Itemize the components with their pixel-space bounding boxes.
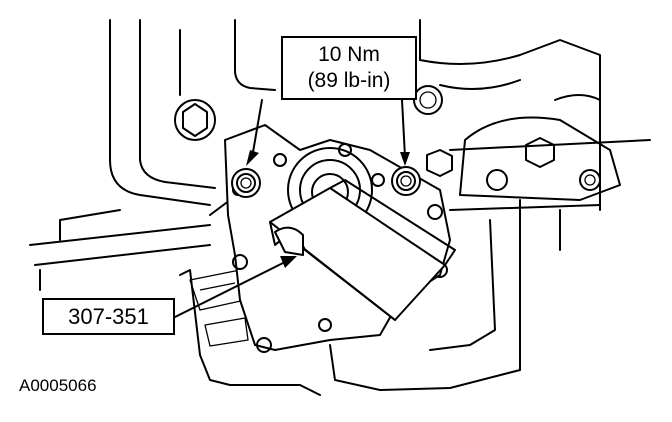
figure-id: A0005066 <box>19 376 97 395</box>
leader-arrows <box>174 99 410 318</box>
torque-callout: 10 Nm (89 lb-in) <box>281 36 417 100</box>
arrow-head-left-bolt <box>246 150 259 166</box>
special-tool <box>269 179 456 321</box>
tool-number-label: 307-351 <box>68 304 149 329</box>
arrow-head-tool <box>280 256 297 268</box>
mounting-bolt-left <box>231 168 261 198</box>
tool-callout: 307-351 <box>42 298 175 335</box>
torque-imperial-label: (89 lb-in) <box>307 69 391 92</box>
mounting-bolt-right <box>391 166 421 196</box>
torque-metric-label: 10 Nm <box>318 43 380 66</box>
arrow-head-right-bolt <box>400 152 410 166</box>
